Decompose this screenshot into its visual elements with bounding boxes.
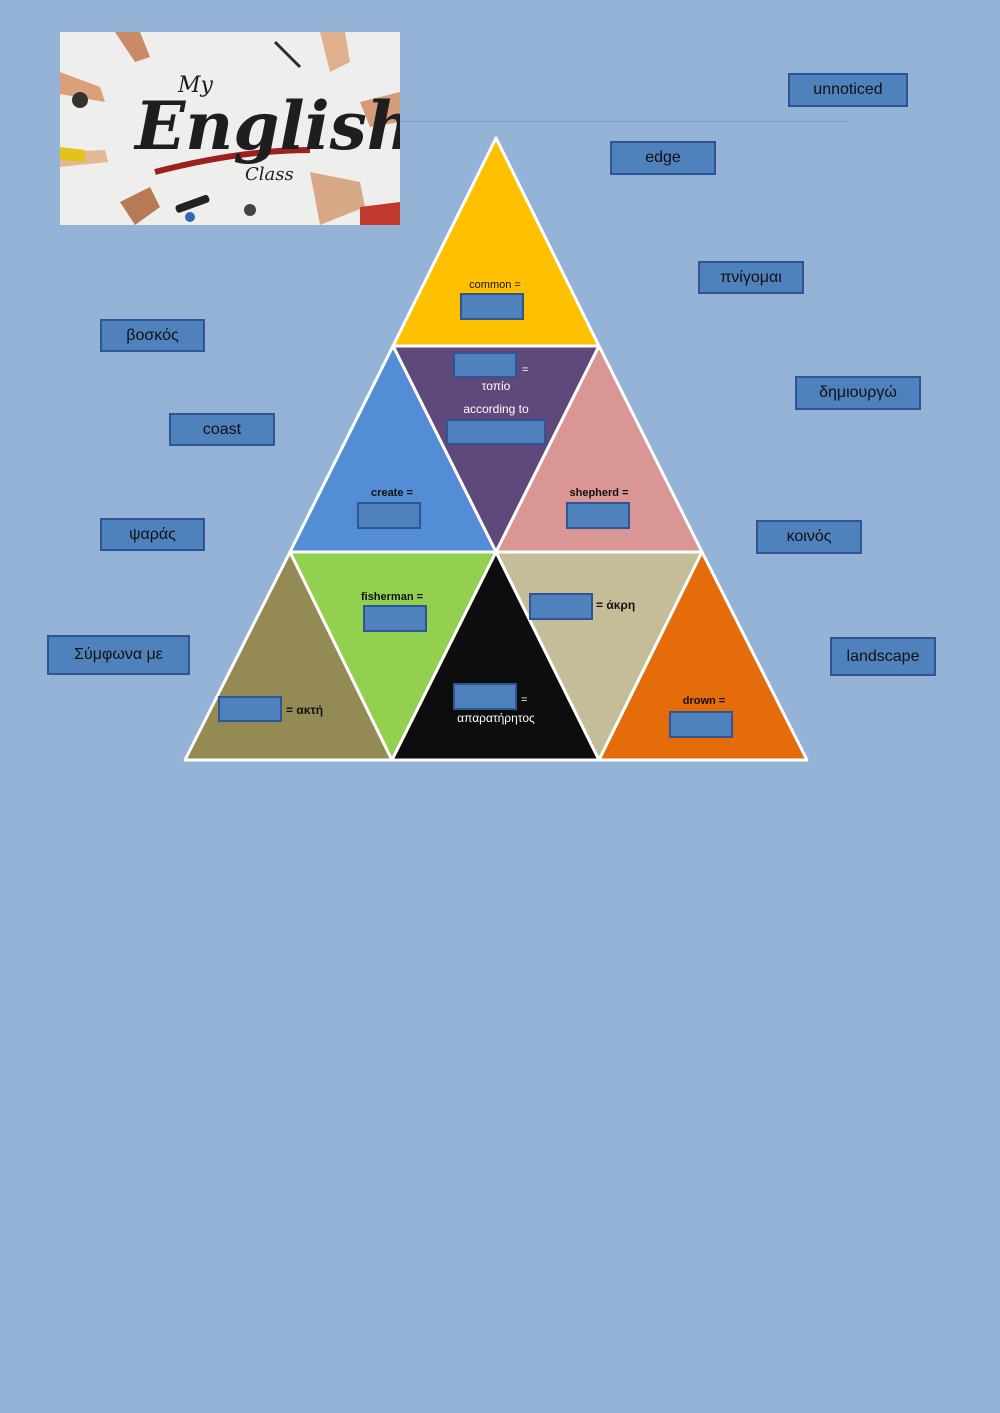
logo-text-english: English (133, 87, 400, 165)
label-eq-topio: = (522, 364, 529, 376)
drop-slot-shepherd[interactable] (566, 502, 630, 529)
word-chip-pnigomai[interactable]: πνίγομαι (698, 261, 804, 294)
drop-slot-aparatiritos[interactable] (453, 683, 517, 710)
label-according-to: according to (463, 402, 529, 416)
word-chip-voskos[interactable]: βοσκός (100, 319, 205, 352)
triangle-bottom-right (597, 550, 809, 762)
drop-slot-create[interactable] (357, 502, 421, 529)
word-chip-edge[interactable]: edge (610, 141, 716, 175)
divider-line (400, 121, 850, 122)
drop-slot-akti[interactable] (218, 696, 282, 722)
word-chip-unnoticed[interactable]: unnoticed (788, 73, 908, 107)
label-shepherd: shepherd = (569, 487, 629, 499)
word-chip-dimiourgo[interactable]: δημιουργώ (795, 376, 921, 410)
triangle-puzzle (183, 136, 809, 762)
word-chip-psaras[interactable]: ψαράς (100, 518, 205, 551)
label-aparatiritos: απαρατήρητος (457, 711, 535, 725)
my-english-class-logo: English My Class (60, 32, 400, 225)
svg-text:My: My (177, 73, 214, 98)
label-fisherman: fisherman = (360, 591, 424, 603)
word-chip-koinos[interactable]: κοινός (756, 520, 862, 554)
word-chip-symfona-me[interactable]: Σύμφωνα με (47, 635, 190, 675)
label-drown: drown = (682, 695, 726, 707)
drop-slot-common[interactable] (460, 293, 524, 320)
word-chip-coast[interactable]: coast (169, 413, 275, 446)
word-chip-landscape[interactable]: landscape (830, 637, 936, 676)
drop-slot-according-to[interactable] (446, 419, 546, 445)
label-create: create = (371, 487, 413, 499)
label-common: common = (469, 279, 521, 291)
svg-text:Class: Class (245, 164, 294, 185)
label-akti: = ακτή (286, 703, 324, 717)
drop-slot-topio[interactable] (453, 352, 517, 378)
drop-slot-fisherman[interactable] (363, 605, 427, 632)
label-akri: = άκρη (596, 598, 636, 612)
label-eq-aparatiritos: = (521, 694, 528, 706)
label-topio: τοπίο (481, 379, 511, 393)
my-english-class-logo-icon: English My Class (60, 32, 400, 225)
drop-slot-drown[interactable] (669, 711, 733, 738)
drop-slot-akri[interactable] (529, 593, 593, 620)
